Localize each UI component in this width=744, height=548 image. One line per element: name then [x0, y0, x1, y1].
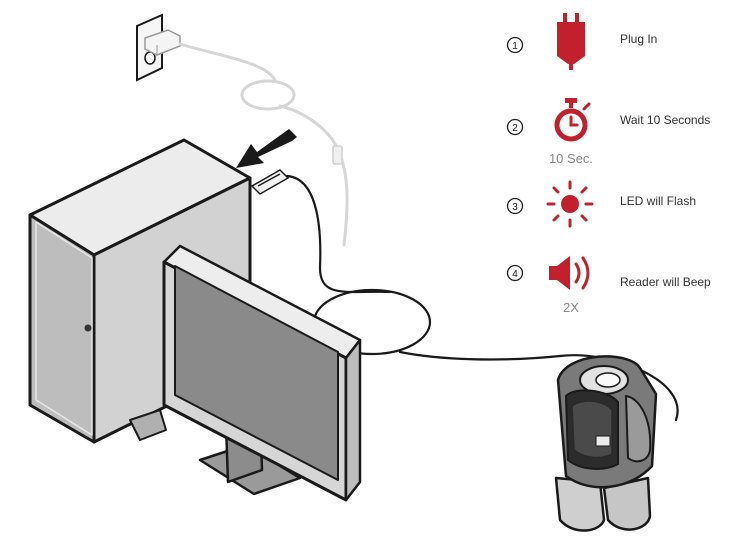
power-adapter [144, 29, 181, 56]
step-4-label: Reader will Beep [620, 275, 711, 289]
svg-text:1: 1 [512, 41, 518, 52]
step-3-label: LED will Flash [620, 194, 697, 208]
monitor [162, 244, 362, 502]
barcode-scanner [554, 355, 658, 532]
arrow-icon [236, 129, 297, 168]
step-4-number: 4 [506, 264, 524, 282]
power-cable [178, 42, 349, 247]
svg-text:3: 3 [512, 202, 518, 213]
step-2-sublabel: 10 Sec. [548, 151, 594, 166]
step-2-number: 2 [506, 118, 524, 136]
svg-text:2: 2 [512, 123, 518, 134]
plug-icon [557, 13, 585, 70]
step-4-sublabel: 2X [563, 300, 579, 315]
usb-connector [250, 169, 290, 195]
speaker-icon [549, 256, 590, 290]
led-flash-icon [546, 180, 594, 228]
step-2-label: Wait 10 Seconds [620, 113, 711, 127]
step-1-number: 1 [506, 36, 524, 54]
stopwatch-icon [554, 98, 591, 142]
step-3-number: 3 [506, 197, 524, 215]
step-1-label: Plug In [620, 32, 658, 46]
svg-text:4: 4 [512, 269, 518, 280]
monitor-screen [174, 265, 339, 481]
